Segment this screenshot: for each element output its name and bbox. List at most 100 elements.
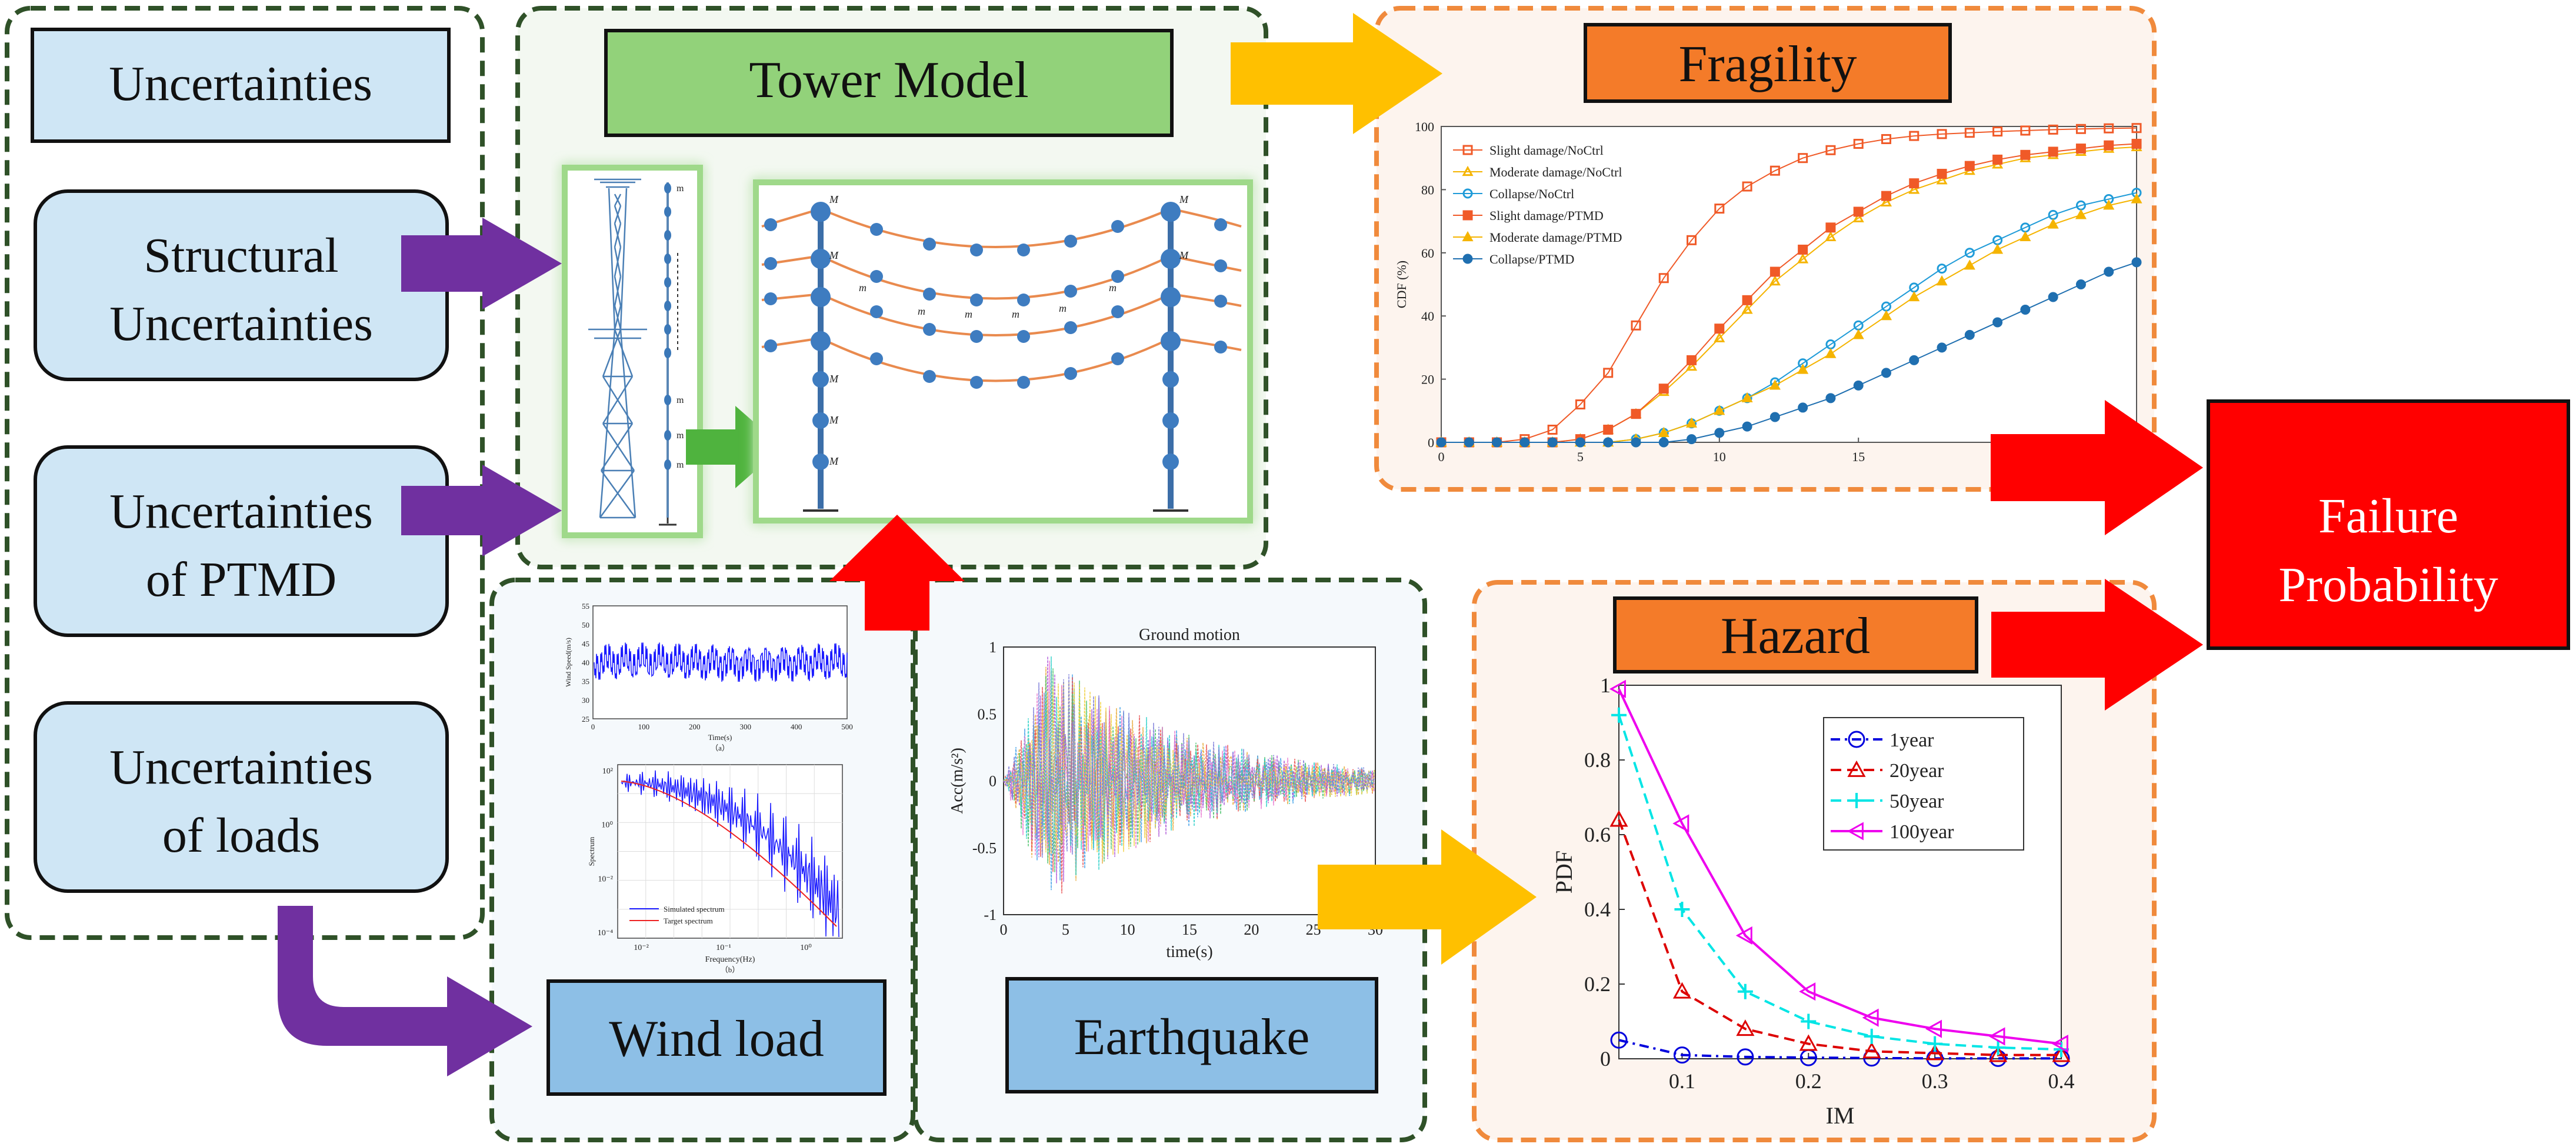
data-point xyxy=(1799,982,1816,1001)
load-uncertainties-line1: Uncertainties xyxy=(109,740,373,795)
data-point xyxy=(1575,437,1585,448)
data-point xyxy=(1937,169,1947,179)
data-point xyxy=(1673,1046,1691,1064)
data-point xyxy=(2131,193,2142,204)
data-point xyxy=(1925,1019,1942,1038)
wind-load-box xyxy=(546,979,887,1096)
hazard-title: Hazard xyxy=(1721,608,1870,665)
data-point xyxy=(1611,707,1627,723)
data-point xyxy=(1742,295,1752,305)
plot-caption: （b） xyxy=(721,965,740,974)
data-point xyxy=(1714,324,1725,334)
x-tick-label: 0.3 xyxy=(1922,1069,1948,1093)
y-tick-label: 0 xyxy=(1600,1047,1611,1071)
data-point xyxy=(1714,204,1725,214)
hazard-to-failure-arrow xyxy=(1991,579,2203,711)
data-point xyxy=(1853,206,1864,217)
structural-uncertainties-box xyxy=(34,189,449,381)
tower-mass-chain: m m m m xyxy=(659,182,684,526)
data-point xyxy=(1769,266,1780,277)
data-point xyxy=(1853,139,1864,149)
data-point xyxy=(1799,1034,1818,1051)
model-mass-label: M xyxy=(1179,194,1189,205)
data-point xyxy=(1989,1045,2008,1062)
y-axis-label: Wind Speed(m/s) xyxy=(564,638,572,687)
legend-label: 50year xyxy=(1889,791,1944,812)
model-mass-label: m xyxy=(1059,302,1067,314)
x-tick-label: 0 xyxy=(1438,449,1445,464)
data-point xyxy=(1685,361,1698,371)
data-point xyxy=(1908,184,1920,194)
data-point xyxy=(1631,320,1641,331)
x-tick-label: 5 xyxy=(1577,449,1584,464)
legend-marker xyxy=(1462,165,1474,176)
uncertainties-title-box xyxy=(31,28,451,143)
legend-marker xyxy=(1848,731,1865,748)
y-tick-label: 20 xyxy=(1421,372,1434,387)
model-mass-label: M xyxy=(829,194,839,205)
structural-to-model-arrow xyxy=(401,218,562,309)
y-tick-label: 50 xyxy=(582,621,589,629)
data-point xyxy=(1672,982,1691,999)
data-point xyxy=(2075,209,2087,219)
fragility-to-failure-arrow xyxy=(1991,400,2203,535)
y-tick-label: 40 xyxy=(1421,309,1434,324)
data-point xyxy=(1798,153,1808,164)
model-mass-label: m xyxy=(1109,282,1117,294)
structural-uncertainties-line2: Uncertainties xyxy=(109,296,373,351)
data-point xyxy=(2048,124,2058,135)
data-point xyxy=(1658,426,1669,437)
x-tick-label: 400 xyxy=(791,722,802,731)
data-point xyxy=(1925,1043,1944,1061)
y-tick-label: 60 xyxy=(1421,246,1434,261)
legend-label: 100year xyxy=(1889,821,1954,843)
data-point xyxy=(1658,273,1669,284)
data-point xyxy=(1736,1019,1755,1036)
series-line xyxy=(1618,715,2062,1051)
data-point xyxy=(1714,428,1725,438)
data-point xyxy=(1769,275,1781,286)
earthquake-to-hazard-arrow xyxy=(1318,829,1537,965)
tower-mass-label: m xyxy=(677,184,684,194)
simulated-spectrum-line xyxy=(621,770,839,938)
data-point xyxy=(1464,437,1474,448)
x-axis-label: IM xyxy=(1826,1102,1855,1129)
data-point xyxy=(1862,1008,1879,1027)
legend-label: 1year xyxy=(1889,729,1934,751)
data-point xyxy=(1674,902,1690,917)
y-tick-label: 10² xyxy=(602,767,613,776)
data-point xyxy=(2131,139,2142,149)
x-tick-label: 10⁻¹ xyxy=(716,943,731,952)
legend-label: Collapse/PTMD xyxy=(1489,252,1574,266)
x-tick-label: 500 xyxy=(841,722,853,731)
data-point xyxy=(1909,131,1919,141)
data-point xyxy=(1936,275,1948,286)
y-tick-label: 25 xyxy=(582,715,589,723)
x-axis-label: time(s) xyxy=(1166,943,1212,961)
y-tick-label: 1 xyxy=(989,639,997,656)
data-point xyxy=(1687,355,1697,365)
data-point xyxy=(2020,125,2031,136)
lumped-mass-model: M M M M M M M m m m m m m xyxy=(761,194,1242,512)
x-tick-label: 200 xyxy=(689,722,701,731)
y-tick-label: 80 xyxy=(1421,182,1434,197)
y-tick-label: 0.2 xyxy=(1584,972,1611,996)
model-to-fragility-arrow xyxy=(1231,13,1442,134)
data-point xyxy=(1687,434,1697,445)
legend-marker xyxy=(1462,188,1473,199)
y-tick-label: 0 xyxy=(1428,435,1434,450)
x-tick-label: 10 xyxy=(1713,449,1726,464)
y-tick-label: 10⁰ xyxy=(601,821,613,830)
tower-model-title: Tower Model xyxy=(749,52,1028,109)
data-point xyxy=(1988,1027,2005,1046)
load-uncertainties-line2: of loads xyxy=(162,808,320,863)
y-axis-label: Acc(m/s²) xyxy=(948,748,967,814)
data-point xyxy=(1853,380,1864,391)
x-tick-label: 100 xyxy=(638,722,650,731)
data-point xyxy=(1714,405,1725,415)
data-point xyxy=(1769,379,1781,390)
data-point xyxy=(1798,244,1808,255)
data-point xyxy=(2052,1045,2071,1062)
data-point xyxy=(1992,317,2003,328)
